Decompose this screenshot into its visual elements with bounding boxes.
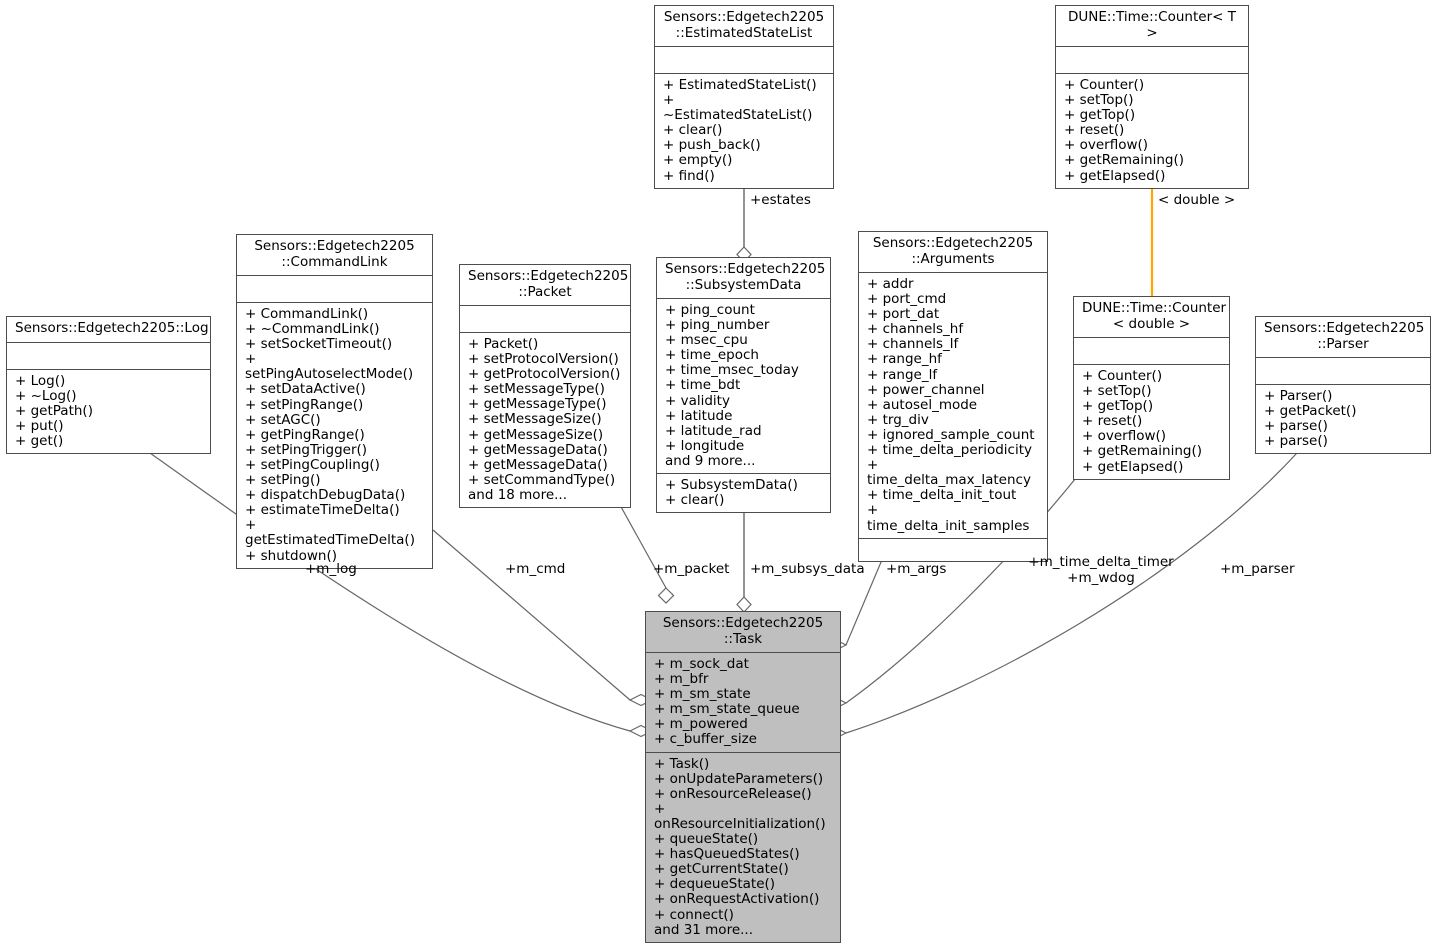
class-title: Sensors::Edgetech2205 ::SubsystemData bbox=[657, 258, 830, 299]
edge-label-m-parser: +m_parser bbox=[1220, 561, 1295, 577]
class-title: Sensors::Edgetech2205::Log bbox=[7, 317, 210, 343]
class-counter-double[interactable]: DUNE::Time::Counter < double > + Counter… bbox=[1073, 296, 1230, 480]
class-operations: + EstimatedStateList() + ~EstimatedState… bbox=[663, 77, 817, 184]
edge-m-cmd bbox=[432, 529, 654, 707]
edge-label-m-cmd: +m_cmd bbox=[505, 561, 566, 577]
class-title: Sensors::Edgetech2205 ::EstimatedStateLi… bbox=[655, 6, 833, 47]
class-operations: + Parser() + getPacket() + parse() + par… bbox=[1264, 388, 1357, 450]
class-subsystem-data[interactable]: Sensors::Edgetech2205 ::SubsystemData + … bbox=[656, 257, 831, 514]
class-title: DUNE::Time::Counter < double > bbox=[1074, 297, 1229, 338]
class-attributes bbox=[1256, 358, 1430, 385]
class-attributes bbox=[655, 47, 833, 74]
class-attributes: + addr + port_cmd + port_dat + channels_… bbox=[859, 273, 1047, 539]
class-title: DUNE::Time::Counter< T > bbox=[1056, 6, 1248, 47]
class-title: Sensors::Edgetech2205 ::Arguments bbox=[859, 232, 1047, 273]
class-operations: + Packet() + setProtocolVersion() + getP… bbox=[468, 336, 621, 503]
class-operations: + SubsystemData() + clear() bbox=[665, 477, 798, 509]
class-operations: + Log() + ~Log() + getPath() + put() + g… bbox=[15, 372, 93, 449]
class-attributes: + m_sock_dat + m_bfr + m_sm_state + m_sm… bbox=[646, 653, 840, 753]
class-operations: + Task() + onUpdateParameters() + onReso… bbox=[654, 755, 826, 938]
edge-label-m-time-delta-timer: +m_time_delta_timer +m_wdog bbox=[1028, 554, 1174, 586]
class-title: Sensors::Edgetech2205 ::Parser bbox=[1256, 317, 1430, 358]
class-estimated-state-list[interactable]: Sensors::Edgetech2205 ::EstimatedStateLi… bbox=[654, 5, 834, 189]
class-attributes bbox=[460, 306, 630, 333]
edge-label-m-packet: +m_packet bbox=[653, 561, 730, 577]
edge-label-estates: +estates bbox=[750, 192, 811, 208]
class-operations: + Counter() + setTop() + getTop() + rese… bbox=[1082, 368, 1202, 475]
edge-m-packet bbox=[619, 504, 675, 604]
class-packet[interactable]: Sensors::Edgetech2205 ::Packet + Packet(… bbox=[459, 264, 631, 509]
edge-m-subsys-data bbox=[736, 509, 752, 613]
class-title: Sensors::Edgetech2205 ::CommandLink bbox=[237, 235, 432, 276]
class-operations: + Counter() + setTop() + getTop() + rese… bbox=[1064, 77, 1184, 184]
class-arguments[interactable]: Sensors::Edgetech2205 ::Arguments + addr… bbox=[858, 231, 1048, 562]
class-attributes bbox=[1074, 338, 1229, 365]
class-attributes bbox=[1056, 47, 1248, 74]
class-title: Sensors::Edgetech2205 ::Task bbox=[646, 612, 840, 653]
edge-label-m-log: +m_log bbox=[305, 561, 357, 577]
class-task[interactable]: Sensors::Edgetech2205 ::Task + m_sock_da… bbox=[645, 611, 841, 943]
class-title: Sensors::Edgetech2205 ::Packet bbox=[460, 265, 630, 306]
class-command-link[interactable]: Sensors::Edgetech2205 ::CommandLink + Co… bbox=[236, 234, 433, 569]
class-attributes: + ping_count + ping_number + msec_cpu + … bbox=[657, 299, 830, 475]
edge-label-template-double: < double > bbox=[1158, 192, 1236, 208]
class-parser[interactable]: Sensors::Edgetech2205 ::Parser + Parser(… bbox=[1255, 316, 1431, 455]
class-counter-t[interactable]: DUNE::Time::Counter< T > + Counter() + s… bbox=[1055, 5, 1249, 189]
edge-label-m-subsys-data: +m_subsys_data bbox=[750, 561, 865, 577]
class-attributes bbox=[7, 343, 210, 370]
class-attributes bbox=[237, 276, 432, 303]
edge-label-m-args: +m_args bbox=[886, 561, 947, 577]
class-log[interactable]: Sensors::Edgetech2205::Log + Log() + ~Lo… bbox=[6, 316, 211, 454]
class-operations: + CommandLink() + ~CommandLink() + setSo… bbox=[245, 306, 415, 564]
